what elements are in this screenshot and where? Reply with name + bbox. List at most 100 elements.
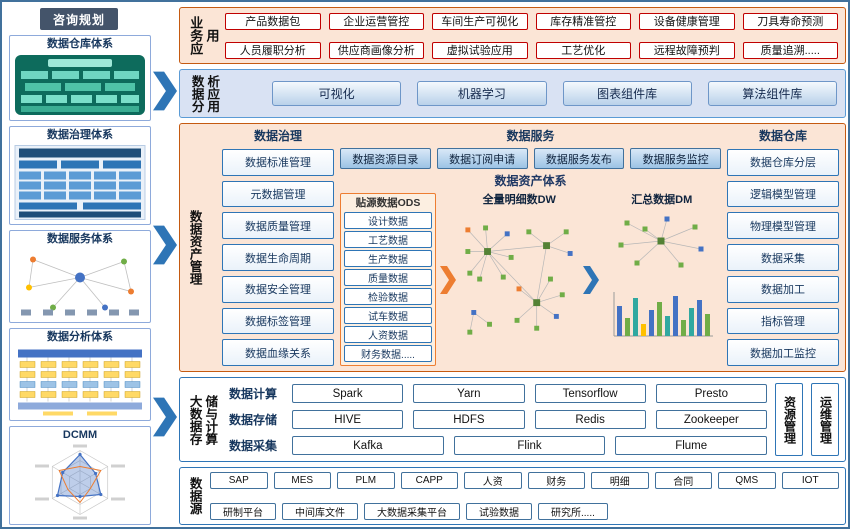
warehouse-chip[interactable]: 数据采集 xyxy=(727,244,839,271)
dcmm-radar-thumbnail xyxy=(35,444,125,520)
dm-title: 汇总数据DM xyxy=(631,194,693,206)
business-app-chip[interactable]: 远程故障预判 xyxy=(639,41,735,59)
business-app-chip[interactable]: 工艺优化 xyxy=(535,41,631,59)
warehouse-title: 数据仓库 xyxy=(758,129,807,143)
asset-middle-column: 数据服务 数据资源目录数据订阅申请数据服务发布数据服务监控 数据资产体系 贴源数… xyxy=(340,129,721,366)
data-governance-thumbnail xyxy=(14,145,146,220)
data-source-chip[interactable]: CAPP xyxy=(400,472,458,489)
left-section-title: 数据仓库体系 xyxy=(47,38,113,50)
tech-chip[interactable]: Flume xyxy=(615,436,768,455)
tech-chip[interactable]: Presto xyxy=(655,384,767,403)
data-source-chip[interactable]: PLM xyxy=(337,472,395,489)
business-app-chip[interactable]: 企业运营管控 xyxy=(328,12,424,30)
asset-system-title: 数据资产体系 xyxy=(494,174,567,188)
data-source-chip[interactable]: 明细 xyxy=(591,472,649,489)
row-spacer xyxy=(614,503,839,520)
bigdata-row-label: 数据采集 xyxy=(228,439,277,453)
ods-chip[interactable]: 人资数据 xyxy=(344,326,432,343)
data-source-chip[interactable]: 财务 xyxy=(527,472,585,489)
services-title: 数据服务 xyxy=(506,129,555,143)
governance-chip[interactable]: 数据标准管理 xyxy=(222,149,334,176)
tech-chip[interactable]: Tensorflow xyxy=(534,384,646,403)
data-source-chip[interactable]: 研究所..... xyxy=(538,503,608,520)
data-source-chip[interactable]: 大数据采集平台 xyxy=(364,503,460,520)
left-section-data-warehouse: 数据仓库体系 xyxy=(9,35,151,121)
ods-chip[interactable]: 检验数据 xyxy=(344,288,432,305)
warehouse-chip[interactable]: 数据加工监控 xyxy=(727,339,839,367)
data-source-chip[interactable]: 研制平台 xyxy=(210,503,276,520)
warehouse-chip[interactable]: 数据加工 xyxy=(727,275,839,303)
business-app-chip[interactable]: 刀具寿命预测 xyxy=(742,12,838,30)
left-section-title: 数据服务体系 xyxy=(47,233,113,245)
governance-chip[interactable]: 数据安全管理 xyxy=(222,275,334,303)
ods-chip[interactable]: 质量数据 xyxy=(344,269,432,286)
analysis-app-chip[interactable]: 算法组件库 xyxy=(707,81,837,106)
warehouse-chip[interactable]: 物理模型管理 xyxy=(727,212,839,240)
tech-chip[interactable]: Zookeeper xyxy=(655,410,767,429)
ods-chip[interactable]: 工艺数据 xyxy=(344,231,432,248)
governance-chip[interactable]: 数据质量管理 xyxy=(222,212,334,240)
left-section-data-service: 数据服务体系 xyxy=(9,230,151,323)
ods-chip[interactable]: 财务数据..... xyxy=(344,345,432,362)
tech-chip[interactable]: Flink xyxy=(453,436,606,455)
service-chip[interactable]: 数据服务监控 xyxy=(630,148,721,169)
data-source-chip[interactable]: MES xyxy=(273,472,331,489)
analysis-app-chip[interactable]: 机器学习 xyxy=(417,81,547,106)
analysis-app-chip[interactable]: 图表组件库 xyxy=(562,81,692,106)
section-business-apps: 业务应用 产品数据包企业运营管控车间生产可视化库存精准管控设备健康管理刀具寿命预… xyxy=(179,7,846,64)
governance-chip[interactable]: 数据标签管理 xyxy=(222,307,334,335)
data-source-chip[interactable]: IOT xyxy=(781,472,839,489)
governance-chip[interactable]: 数据血缘关系 xyxy=(222,339,334,367)
business-apps-row1: 产品数据包企业运营管控车间生产可视化库存精准管控设备健康管理刀具寿命预测 xyxy=(225,12,838,30)
ods-chip[interactable]: 生产数据 xyxy=(344,250,432,267)
warehouse-chip[interactable]: 指标管理 xyxy=(727,307,839,335)
dm-bar-chart xyxy=(613,292,713,337)
data-source-chip[interactable]: 合同 xyxy=(654,472,712,489)
flow-arrow-icon xyxy=(440,265,456,294)
data-warehouse-thumbnail xyxy=(15,55,145,115)
business-app-chip[interactable]: 虚拟试验应用 xyxy=(432,41,528,59)
data-asset-label: 数据资产管理 xyxy=(187,210,202,285)
dm-area: 汇总数据DM xyxy=(603,193,722,366)
consulting-plan-header: 咨询规划 xyxy=(40,8,118,30)
analysis-apps-row: 可视化机器学习图表组件库算法组件库 xyxy=(228,75,837,112)
tech-chip[interactable]: Spark xyxy=(292,384,404,403)
service-chip[interactable]: 数据资源目录 xyxy=(340,148,431,169)
data-source-chip[interactable]: 中间库文件 xyxy=(282,503,358,520)
tech-chip[interactable]: Kafka xyxy=(292,436,444,455)
governance-chip[interactable]: 元数据管理 xyxy=(222,180,334,208)
data-source-chip[interactable]: SAP xyxy=(210,472,268,489)
tech-chip[interactable]: HIVE xyxy=(292,410,404,429)
warehouse-chip[interactable]: 数据仓库分层 xyxy=(727,149,839,176)
business-app-chip[interactable]: 车间生产可视化 xyxy=(432,12,528,30)
tech-chip[interactable]: HDFS xyxy=(413,410,525,429)
business-app-chip[interactable]: 供应商画像分析 xyxy=(328,41,424,59)
business-app-chip[interactable]: 人员履职分析 xyxy=(225,41,321,59)
data-source-chip[interactable]: 试验数据 xyxy=(466,503,532,520)
business-app-chip[interactable]: 库存精准管控 xyxy=(535,12,631,30)
service-chip[interactable]: 数据订阅申请 xyxy=(436,148,528,169)
ods-chip[interactable]: 试车数据 xyxy=(344,307,432,324)
analysis-apps-label: 数据分析应用 xyxy=(189,74,220,113)
business-app-chip[interactable]: 产品数据包 xyxy=(225,12,321,30)
ods-chip[interactable]: 设计数据 xyxy=(344,212,432,229)
services-row: 数据资源目录数据订阅申请数据服务发布数据服务监控 xyxy=(340,148,721,169)
tech-chip[interactable]: Yarn xyxy=(413,384,525,403)
data-source-chip[interactable]: QMS xyxy=(718,472,776,489)
warehouse-column: 数据仓库 数据仓库分层逻辑模型管理物理模型管理数据采集数据加工指标管理数据加工监… xyxy=(727,129,839,367)
data-service-thumbnail xyxy=(21,256,139,316)
business-app-chip[interactable]: 设备健康管理 xyxy=(639,12,735,30)
business-app-chip[interactable]: 质量追溯..... xyxy=(742,41,838,59)
data-source-chip[interactable]: 人资 xyxy=(464,472,522,489)
tech-chip[interactable]: Redis xyxy=(534,410,646,429)
flow-arrow-icon xyxy=(582,265,599,294)
analysis-app-chip[interactable]: 可视化 xyxy=(272,81,402,106)
service-chip[interactable]: 数据服务发布 xyxy=(533,148,625,169)
dw-area: 全量明细数DW xyxy=(460,193,579,366)
governance-chip[interactable]: 数据生命周期 xyxy=(222,244,334,271)
warehouse-chip[interactable]: 逻辑模型管理 xyxy=(727,180,839,208)
